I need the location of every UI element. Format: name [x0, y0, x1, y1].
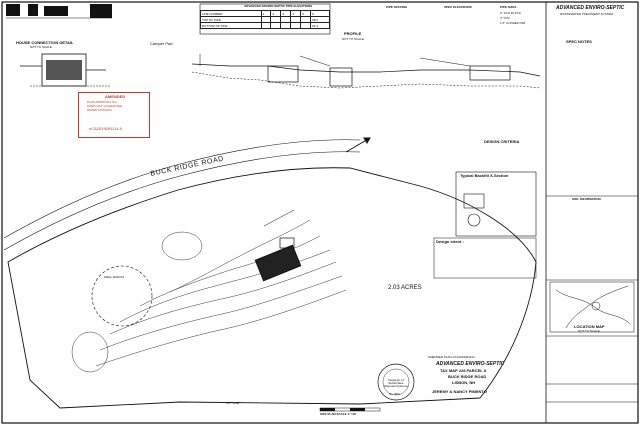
camper-pad-label: Camper Pad — [150, 41, 173, 46]
acreage-label: 2.03 ACRES — [388, 285, 422, 291]
well-radius-label: WELL RADIUS — [104, 275, 125, 279]
septic-field — [254, 209, 302, 282]
table-row: LINE NUMBER 1 2 3 4 5 6 — [200, 10, 330, 17]
tax-map-label: TAX MAP 228 PARCEL 8 — [440, 368, 486, 373]
house-connection-sketch — [6, 4, 112, 19]
company-title: ADVANCED ENVIRO-SEPTIC — [556, 5, 625, 11]
pipe-size-item: 3" PVC — [500, 16, 510, 20]
pipe-elevation-table-lines — [199, 3, 331, 35]
design-intent-title: Design intent : — [436, 239, 464, 244]
company-subtitle: WASTEWATER TREATMENT SYSTEM — [560, 12, 614, 16]
soil-info-title: SOIL INFORMATION — [572, 197, 601, 201]
pipe-sizes-title: PIPE SIZES — [500, 5, 517, 9]
spec-elevations-title: SPEC ELEVATIONS — [444, 5, 472, 9]
design-criteria-title: DESIGN CRITERIA — [484, 139, 520, 144]
profile-sketch — [191, 54, 541, 89]
profile-subtitle: NOT TO SCALE — [342, 37, 364, 41]
contour-lines — [71, 219, 347, 373]
town-name: LISBON, NH — [452, 380, 476, 385]
house-connection-title: HOUSE CONNECTION DETAIL — [16, 40, 74, 45]
well-radius-circle — [91, 265, 153, 327]
pipe-elevation-table-title: ADVANCED ENVIRO-SEPTIC PIPE ELEVATIONS — [244, 4, 313, 8]
pipe-size-item: 4" SCH 40 PVC — [500, 11, 522, 15]
pipe-spacing-title: PIPE SPACING — [386, 5, 408, 9]
amended-plan-number: AMENDED PLAN eCA2019091114 — [428, 355, 475, 359]
designer-number: No. 883 — [389, 392, 400, 396]
table-row: BOTTOM OF PIPE 94.3 — [200, 22, 330, 29]
backfill-title: Typical Backfill X-Section — [460, 173, 509, 178]
scale-bar — [319, 407, 381, 412]
designer-stamp-icon — [377, 363, 415, 401]
owner-names: JEREMY & NANCY PIMENTO — [432, 389, 487, 394]
designer-stamp-text: Designer of Subsurface Disposal Systems — [384, 378, 408, 389]
location-map-subtitle: NOT TO SCALE — [578, 329, 600, 333]
scale-label: SITE PLAN SCALE 1"=40' — [320, 412, 357, 416]
lot-line-label: LOT LINE — [226, 401, 240, 405]
amended-title: AMENDED — [105, 94, 126, 99]
pipe-size-item: 1.5" CONNECTOR — [500, 21, 526, 25]
system-name: ADVANCED ENVIRO-SEPTIC — [436, 361, 505, 367]
amended-stamp: AMENDED PLAN APPROVAL NO. DOES NOT GUARA… — [78, 92, 150, 138]
amended-id: eCA2019091114 A — [89, 126, 122, 131]
road-name: BUCK RIDGE ROAD — [448, 374, 487, 379]
profile-title: PROFILE — [344, 31, 362, 36]
spec-notes-title: SPEC NOTES — [566, 39, 592, 44]
tank-detail-sketch — [20, 53, 110, 87]
property-boundary — [3, 139, 537, 409]
location-map-title: LOCATION MAP — [574, 324, 605, 329]
location-map — [549, 281, 635, 333]
pipe-elevation-table: LINE NUMBER 1 2 3 4 5 6 TOP OF PIPE 98.6… — [200, 10, 330, 29]
north-arrow-icon — [345, 137, 371, 153]
house-connection-subtitle: NOT TO SCALE — [30, 45, 52, 49]
